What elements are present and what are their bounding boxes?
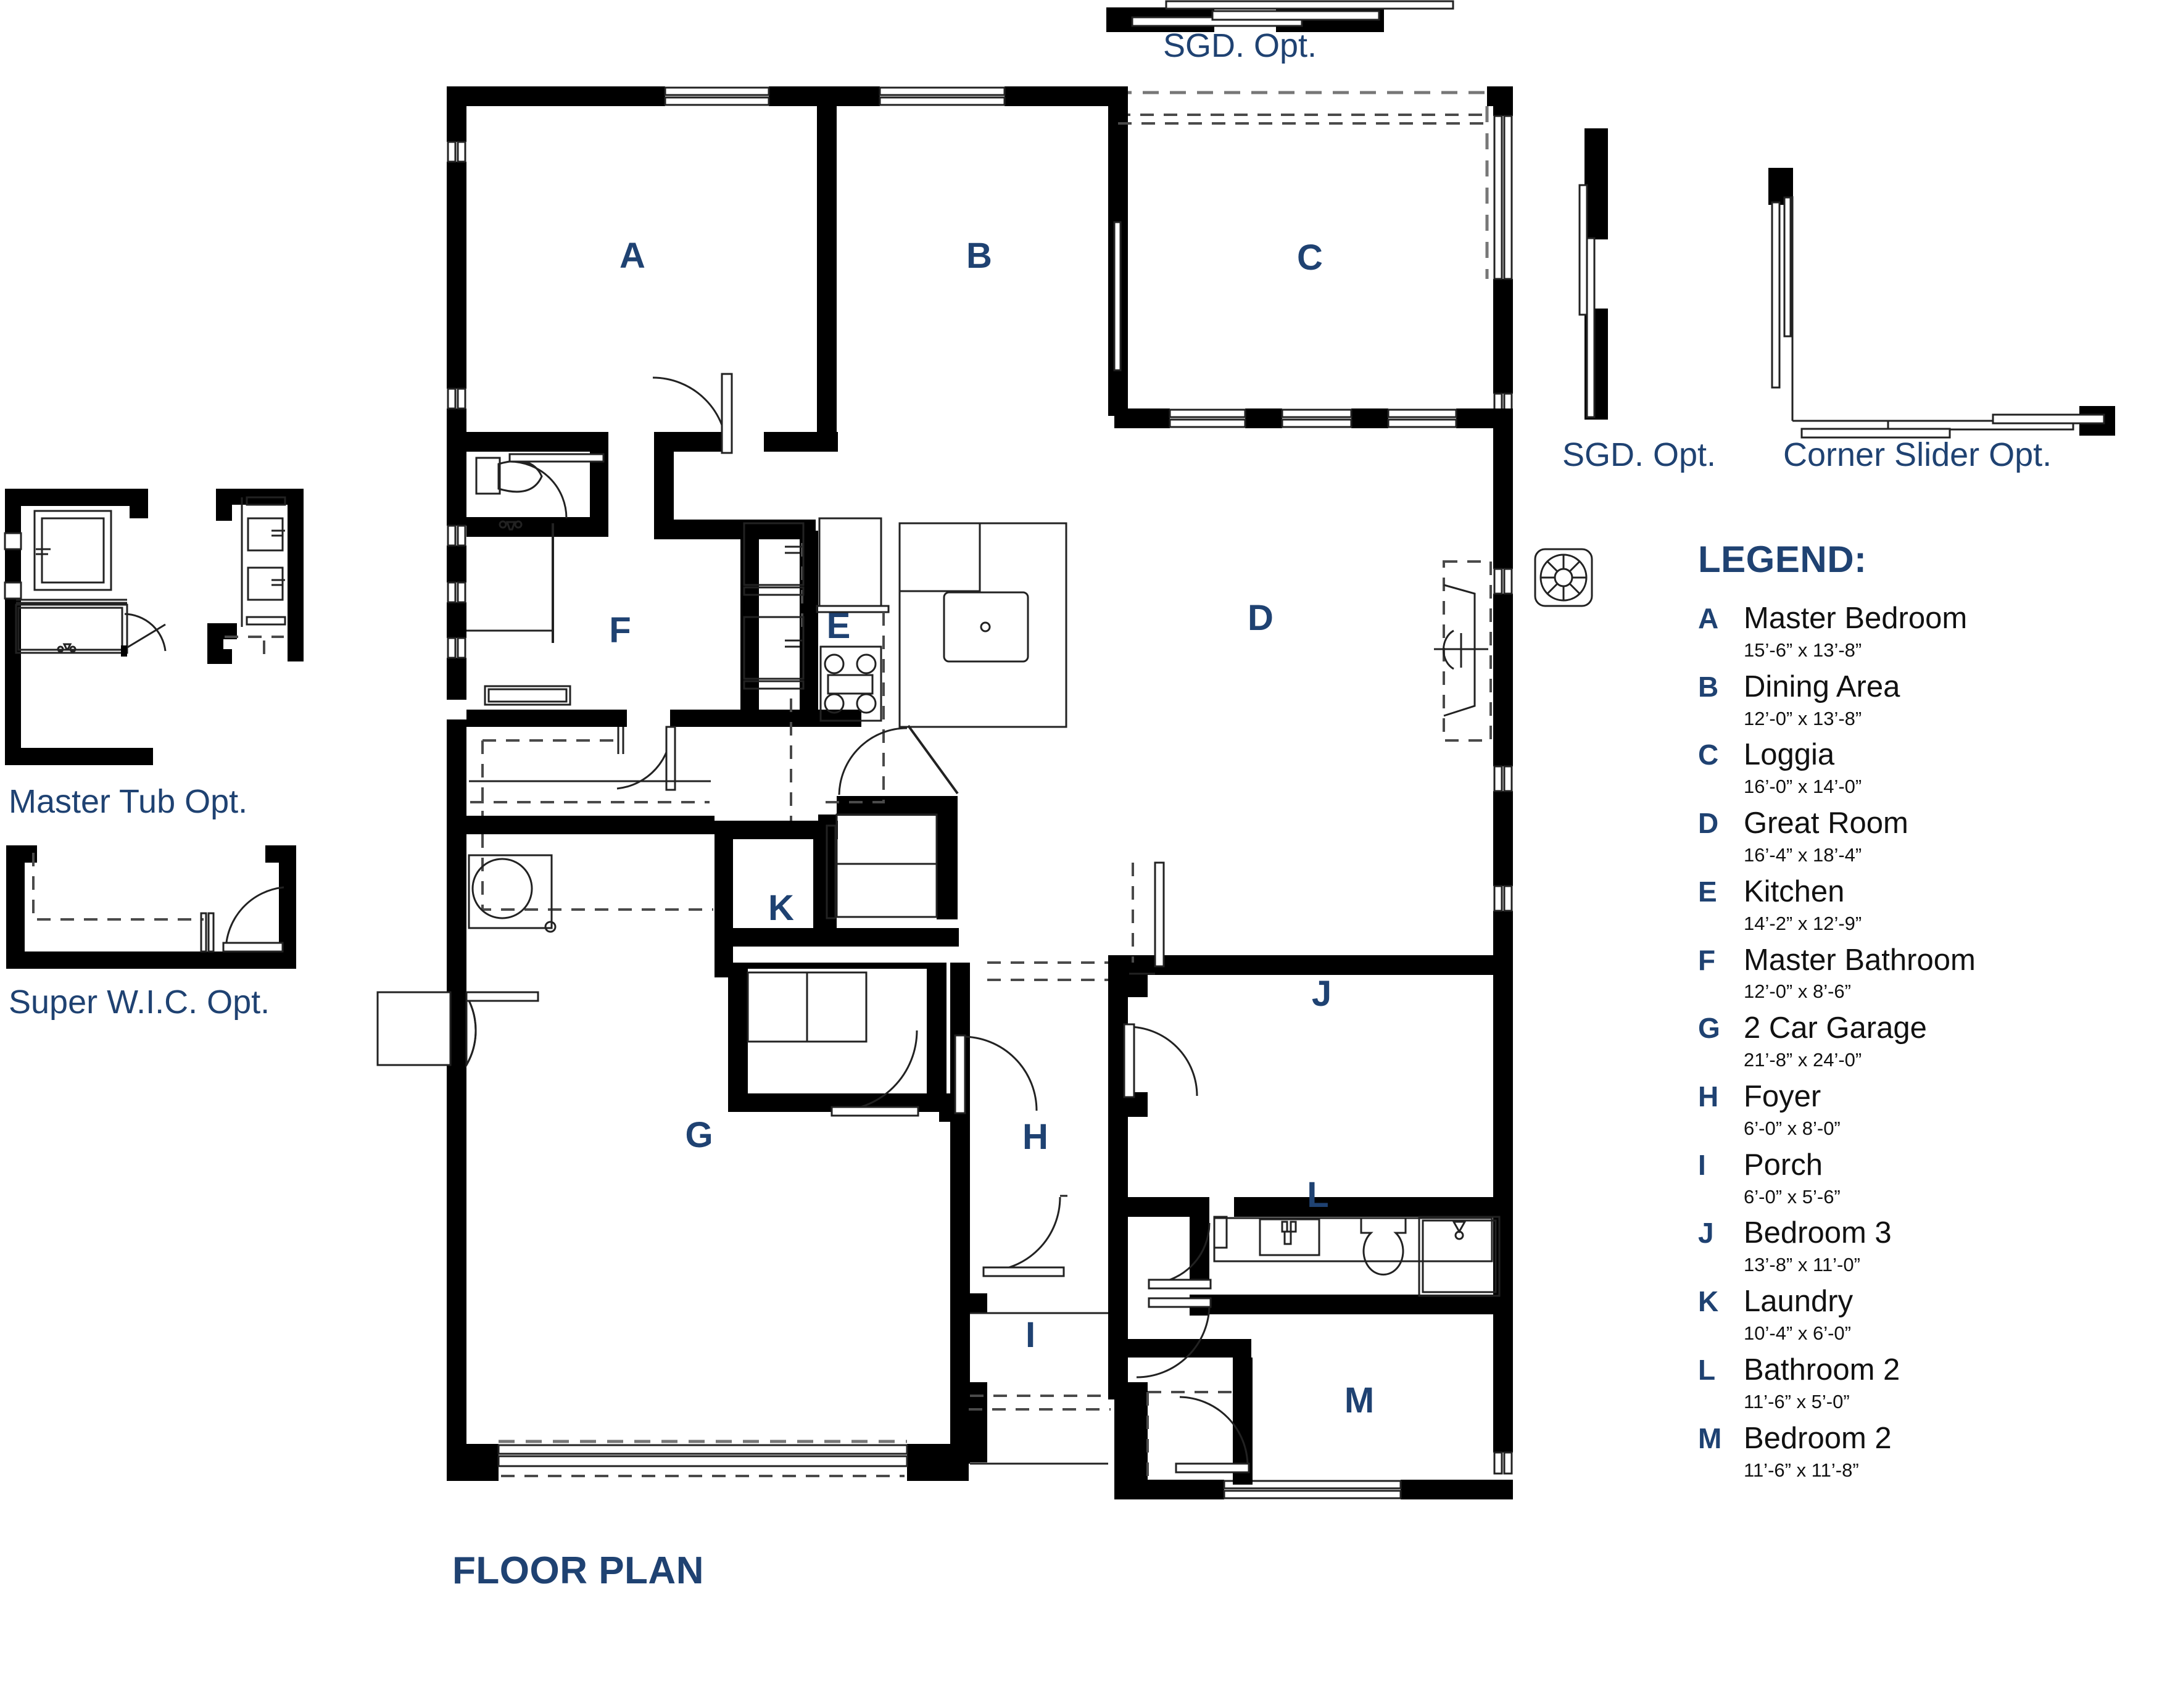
legend-row-l: L Bathroom 2 11’-6” x 5’-0” — [1698, 1353, 2155, 1419]
legend-name-g: 2 Car Garage — [1744, 1011, 1927, 1045]
legend-key-l: L — [1698, 1353, 1716, 1386]
legend-dim-h: 6’-0” x 8’-0” — [1744, 1117, 1841, 1139]
great-room-features — [1434, 548, 1593, 742]
interior-walls — [466, 86, 1513, 1499]
room-marker-f: F — [609, 610, 631, 650]
page-title: FLOOR PLAN — [452, 1549, 704, 1592]
legend-name-b: Dining Area — [1744, 670, 1900, 703]
legend-name-d: Great Room — [1744, 806, 1908, 840]
sgd-opt-top-label: SGD. Opt. — [1163, 27, 1317, 64]
room-marker-a: A — [619, 236, 645, 276]
legend-row-k: K Laundry 10’-4” x 6’-0” — [1698, 1285, 2155, 1351]
room-marker-h: H — [1022, 1117, 1048, 1157]
kitchen-fixtures — [743, 517, 1067, 1117]
legend-name-k: Laundry — [1744, 1285, 1854, 1319]
foyer-porch-features — [970, 1195, 1250, 1481]
legend-name-h: Foyer — [1744, 1080, 1821, 1114]
room-marker-j: J — [1311, 974, 1332, 1014]
garage-features — [376, 780, 715, 1069]
corner-slider-opt-detail — [1768, 168, 2115, 439]
legend-key-g: G — [1698, 1012, 1720, 1045]
legend-dim-l: 11’-6” x 5’-0” — [1744, 1390, 1850, 1412]
legend-dim-m: 11’-6” x 11’-8” — [1744, 1459, 1859, 1481]
legend-name-i: Porch — [1744, 1148, 1823, 1182]
legend-name-j: Bedroom 3 — [1744, 1216, 1892, 1250]
legend-key-e: E — [1698, 875, 1717, 908]
sgd-opt-right-detail — [1578, 128, 1608, 420]
legend-row-h: H Foyer 6’-0” x 8’-0” — [1698, 1080, 2155, 1146]
legend-name-e: Kitchen — [1744, 874, 1845, 908]
legend-key-d: D — [1698, 807, 1719, 840]
legend-row-f: F Master Bathroom 12’-0” x 8’-6” — [1698, 943, 2155, 1009]
sgd-opt-top-detail — [1106, 0, 1454, 32]
legend-key-i: I — [1698, 1148, 1706, 1181]
legend-dim-a: 15’-6” x 13’-8” — [1744, 639, 1862, 661]
legend-dim-f: 12’-0” x 8’-6” — [1744, 980, 1851, 1003]
legend-row-j: J Bedroom 3 13’-8” x 11’-0” — [1698, 1216, 2155, 1282]
legend-title: LEGEND: — [1698, 539, 1867, 580]
legend-dim-b: 12’-0” x 13’-8” — [1744, 707, 1862, 729]
legend-row-e: E Kitchen 14’-2” x 12’-9” — [1698, 875, 2155, 941]
legend-name-m: Bedroom 2 — [1744, 1421, 1892, 1455]
super-wic-opt-label: Super W.I.C. Opt. — [9, 984, 270, 1021]
super-wic-opt-detail — [6, 845, 296, 969]
legend-name-c: Loggia — [1744, 738, 1835, 772]
master-tub-opt-label: Master Tub Opt. — [9, 783, 248, 820]
room-marker-g: G — [685, 1115, 713, 1155]
room-marker-i: I — [1025, 1315, 1036, 1355]
legend-row-i: I Porch 6’-0” x 5’-6” — [1698, 1148, 2155, 1214]
legend-key-b: B — [1698, 670, 1719, 703]
legend-dim-i: 6’-0” x 5’-6” — [1744, 1185, 1841, 1208]
legend-key-j: J — [1698, 1217, 1714, 1250]
legend-dim-k: 10’-4” x 6’-0” — [1744, 1322, 1851, 1345]
legend-row-g: G 2 Car Garage 21’-8” x 24’-0” — [1698, 1011, 2155, 1077]
bathroom2-fixtures — [1136, 1216, 1501, 1378]
legend-key-m: M — [1698, 1422, 1722, 1454]
legend-key-a: A — [1698, 602, 1719, 634]
legend-dim-c: 16’-0” x 14’-0” — [1744, 776, 1862, 798]
legend-key-h: H — [1698, 1080, 1719, 1113]
bedroom3-features — [1123, 861, 1198, 1117]
master-tub-opt-detail — [4, 489, 304, 765]
legend-key-c: C — [1698, 739, 1719, 771]
legend-row-m: M Bedroom 2 11’-6” x 11’-8” — [1698, 1422, 2155, 1488]
legend-row-a: A Master Bedroom 15’-6” x 13’-8” — [1698, 602, 2155, 668]
room-marker-k: K — [768, 888, 794, 928]
legend-dim-d: 16’-4” x 18’-4” — [1744, 844, 1862, 866]
legend-row-d: D Great Room 16’-4” x 18’-4” — [1698, 806, 2155, 873]
room-marker-b: B — [966, 236, 992, 276]
legend-name-a: Master Bedroom — [1744, 602, 1968, 635]
legend-dim-j: 13’-8” x 11’-0” — [1744, 1254, 1860, 1276]
legend: LEGEND: A Master Bedroom 15’-6” x 13’-8”… — [1698, 538, 2155, 1490]
legend-dim-g: 21’-8” x 24’-0” — [1744, 1049, 1862, 1071]
exterior-walls — [447, 86, 1513, 1499]
sgd-opt-right-label: SGD. Opt. — [1562, 436, 1717, 473]
legend-name-l: Bathroom 2 — [1744, 1353, 1900, 1387]
legend-dim-e: 14’-2” x 12’-9” — [1744, 912, 1862, 934]
room-marker-c: C — [1297, 238, 1323, 278]
corner-slider-opt-label: Corner Slider Opt. — [1783, 436, 2052, 473]
legend-key-f: F — [1698, 943, 1716, 976]
room-marker-e: E — [826, 606, 851, 646]
legend-row-c: C Loggia 16’-0” x 14’-0” — [1698, 738, 2155, 804]
room-marker-d: D — [1248, 598, 1274, 638]
legend-name-f: Master Bathroom — [1744, 943, 1976, 977]
legend-key-k: K — [1698, 1285, 1719, 1318]
misc-lines — [652, 106, 1489, 454]
legend-row-b: B Dining Area 12’-0” x 13’-8” — [1698, 670, 2155, 736]
room-marker-m: M — [1344, 1380, 1375, 1420]
room-marker-l: L — [1307, 1175, 1329, 1215]
